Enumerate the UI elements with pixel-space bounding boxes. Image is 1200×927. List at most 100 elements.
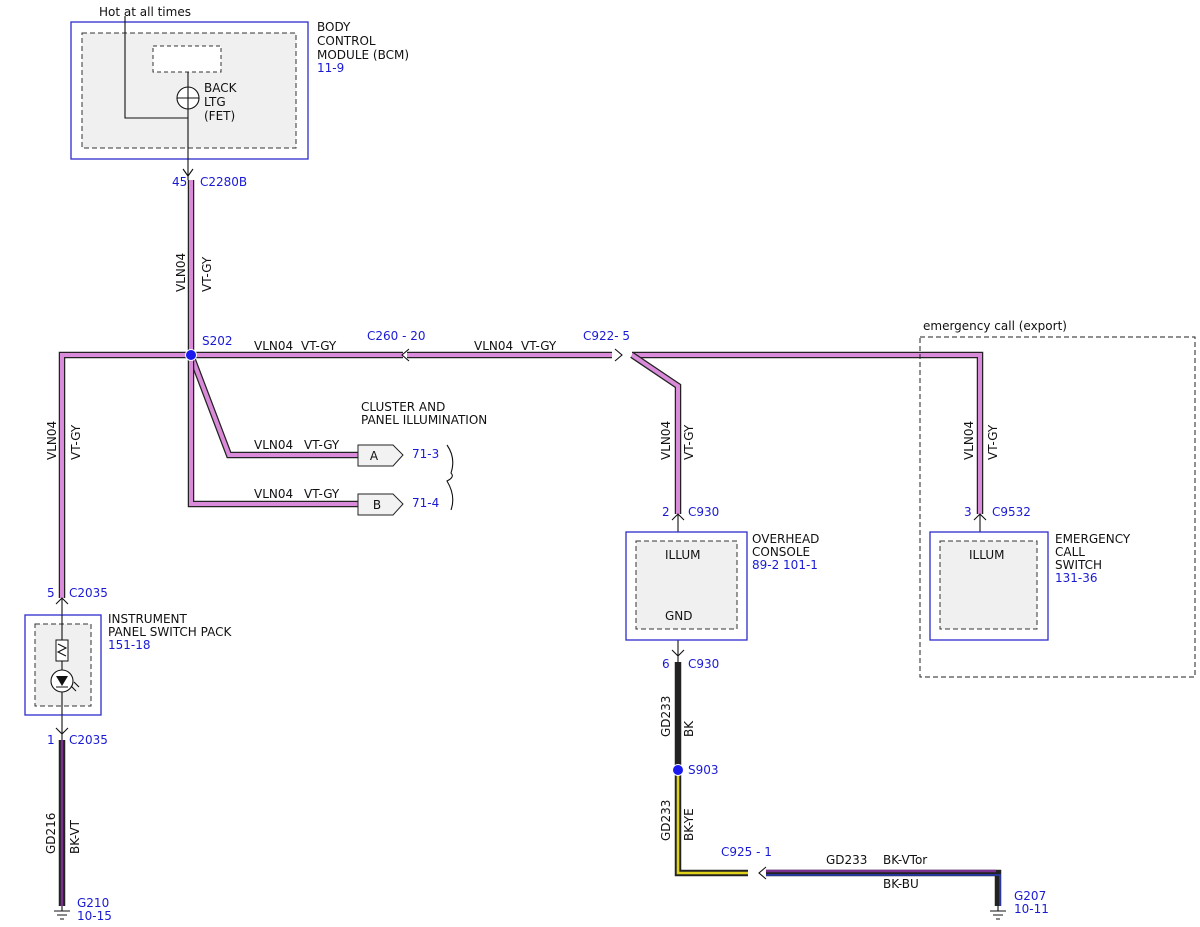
ecall-name-1: EMERGENCY bbox=[1055, 532, 1131, 546]
overhead-name-1: OVERHEAD bbox=[752, 532, 819, 546]
c9532-arrow-icon bbox=[973, 513, 987, 532]
emergency-call-region-label: emergency call (export) bbox=[923, 319, 1067, 333]
c922-arrow-icon bbox=[614, 348, 623, 362]
wire-gd233-bk-vt bbox=[766, 869, 1002, 906]
s903-c925-color: BK-YE bbox=[682, 808, 696, 841]
c930-out-arrow-icon bbox=[671, 640, 685, 662]
ipsp-name-2: PANEL SWITCH PACK bbox=[108, 625, 232, 639]
ground-g207-icon bbox=[990, 906, 1006, 920]
c922-overhead-circuit: VLN04 bbox=[659, 421, 673, 460]
ecall-name-3: SWITCH bbox=[1055, 558, 1102, 572]
c260-c922-color: VT-GY bbox=[521, 339, 557, 353]
overhead-s903-circuit: GD233 bbox=[659, 696, 673, 737]
fet-label-2: LTG bbox=[204, 95, 226, 109]
bcm-hot-feed-line bbox=[124, 16, 188, 119]
splice-s903 bbox=[672, 764, 684, 776]
wire-c922-to-overhead bbox=[630, 352, 682, 514]
cluster-b-circuit: VLN04 bbox=[254, 487, 293, 501]
s202-ipsp-color: VT-GY bbox=[69, 424, 83, 460]
bcm-s202-color: VT-GY bbox=[200, 256, 214, 292]
c260-arrow-icon bbox=[401, 348, 410, 362]
emergency-call-region: emergency call (export) ILLUM EMERGENCY … bbox=[919, 319, 1196, 678]
ecall-pin-illum: ILLUM bbox=[969, 548, 1004, 562]
g210-id: G210 bbox=[77, 896, 109, 910]
s202-c260-color: VT-GY bbox=[301, 339, 337, 353]
wire-s202-to-ipsp bbox=[58, 351, 191, 598]
cluster-brace-icon bbox=[446, 444, 454, 511]
overhead-inner bbox=[635, 540, 738, 630]
ground-g210-icon bbox=[54, 906, 70, 920]
bcm-name-1: BODY bbox=[317, 20, 351, 34]
c2035-in-pin: 5 bbox=[47, 586, 55, 600]
cluster-b-ref: 71-4 bbox=[412, 496, 439, 510]
connector-labels: 45 C2280B C260 - 20 C922- 5 5 C2035 1 C2… bbox=[47, 175, 1049, 923]
cluster-title-2: PANEL ILLUMINATION bbox=[361, 413, 487, 427]
g207-id: G207 bbox=[1014, 889, 1046, 903]
ecall-name-2: CALL bbox=[1055, 545, 1085, 559]
c9532-id: C9532 bbox=[992, 505, 1031, 519]
bcm-name-2: CONTROL bbox=[317, 34, 376, 48]
cluster-connector-b bbox=[357, 493, 404, 516]
overhead-pin-gnd: GND bbox=[665, 609, 693, 623]
ipsp-g210-color: BK-VT bbox=[68, 819, 82, 854]
splice-s202 bbox=[185, 349, 197, 361]
cluster-b-color: VT-GY bbox=[304, 487, 340, 501]
wire-s202-to-cluster-a bbox=[187, 353, 358, 459]
wire-gd233-bk-ye bbox=[674, 770, 748, 877]
ipsp-g210-circuit: GD216 bbox=[44, 813, 58, 854]
bcm-internal-block bbox=[152, 45, 222, 73]
led-rays-icon bbox=[56, 681, 80, 692]
connector-symbols bbox=[55, 168, 987, 880]
overhead-s903-color: BK bbox=[682, 720, 696, 737]
ipsp-module: INSTRUMENT PANEL SWITCH PACK 151-18 bbox=[24, 612, 232, 716]
resistor-zigzag-icon bbox=[56, 643, 68, 657]
s202-label: S202 bbox=[202, 334, 233, 348]
circuit-labels-vertical: VLN04 VT-GY VLN04 VT-GY VLN04 VT-GY VLN0… bbox=[44, 253, 1000, 854]
c930-in-arrow-icon bbox=[671, 513, 685, 532]
c925-arrow-icon bbox=[758, 866, 767, 880]
cluster-connector-a bbox=[357, 444, 404, 467]
circuit-labels-horizontal: VLN04 VT-GY VLN04 VT-GY VLN04 VT-GY VLN0… bbox=[254, 339, 927, 891]
c925-label: C925 - 1 bbox=[721, 845, 772, 859]
c260-c922-circuit: VLN04 bbox=[474, 339, 513, 353]
ipsp-name-1: INSTRUMENT bbox=[108, 612, 187, 626]
fet-label-1: BACK bbox=[204, 81, 238, 95]
c930-in-pin: 2 bbox=[662, 505, 670, 519]
ipsp-inner bbox=[34, 623, 92, 707]
c260-label: C260 - 20 bbox=[367, 329, 426, 343]
c2035-out-arrow-icon bbox=[55, 715, 69, 740]
cluster-title-1: CLUSTER AND bbox=[361, 400, 445, 414]
ground-wires bbox=[58, 662, 1002, 906]
ecall-ref: 131-36 bbox=[1055, 571, 1098, 585]
cluster-a-color: VT-GY bbox=[304, 438, 340, 452]
c930-out-pin: 6 bbox=[662, 657, 670, 671]
c925-g207-color-2: BK-BU bbox=[883, 877, 919, 891]
c2280b-id: C2280B bbox=[200, 175, 247, 189]
c925-g207-circuit: GD233 bbox=[826, 853, 867, 867]
bcm-name-3: MODULE (BCM) bbox=[317, 48, 409, 62]
cluster-branches: A B 71-3 71-4 CLUSTER AND PANEL ILLUMINA… bbox=[357, 400, 487, 516]
overhead-ref: 89-2 101-1 bbox=[752, 558, 818, 572]
fet-label-3: (FET) bbox=[204, 109, 235, 123]
cluster-a-circuit: VLN04 bbox=[254, 438, 293, 452]
overhead-console-module: ILLUM GND OVERHEAD CONSOLE 89-2 101-1 bbox=[625, 531, 819, 641]
c930-out-id: C930 bbox=[688, 657, 719, 671]
c2280b-arrow-icon bbox=[182, 168, 194, 177]
bcm-module: Hot at all times BACK LTG (FET) BODY CON… bbox=[70, 5, 409, 180]
fet-cross-icon bbox=[177, 87, 199, 109]
g207-ref: 10-11 bbox=[1014, 902, 1049, 916]
c922-label: C922- 5 bbox=[583, 329, 630, 343]
g210-ref: 10-15 bbox=[77, 909, 112, 923]
c2280b-pin: 45 bbox=[172, 175, 187, 189]
wire-s202-to-cluster-b bbox=[187, 355, 358, 508]
c2035-out-pin: 1 bbox=[47, 733, 55, 747]
c9532-pin: 3 bbox=[964, 505, 972, 519]
hot-at-all-times-label: Hot at all times bbox=[99, 5, 191, 19]
c2035-out-id: C2035 bbox=[69, 733, 108, 747]
ipsp-ref: 151-18 bbox=[108, 638, 151, 652]
cluster-a-ref: 71-3 bbox=[412, 447, 439, 461]
bcm-s202-circuit: VLN04 bbox=[174, 253, 188, 292]
cluster-b-letter: B bbox=[373, 498, 381, 512]
s903-c925-circuit: GD233 bbox=[659, 800, 673, 841]
